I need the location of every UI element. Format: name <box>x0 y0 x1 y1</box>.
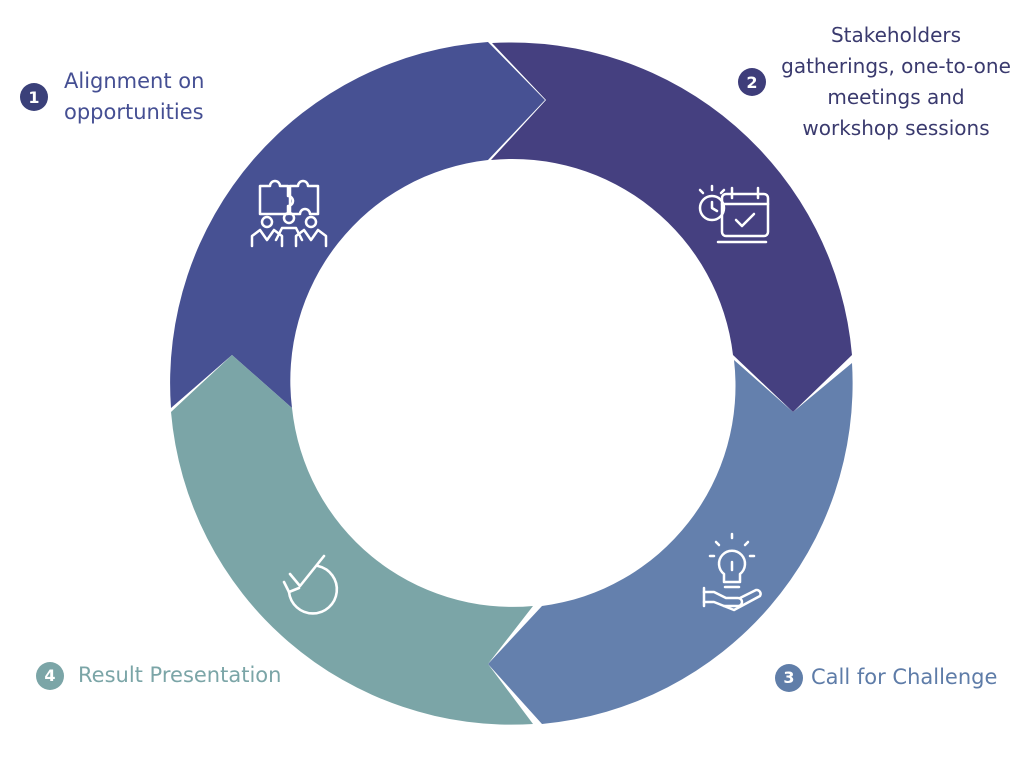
segment-3 <box>488 360 853 724</box>
lightbulb-hand-icon <box>702 532 762 612</box>
calendar-clock-icon <box>698 184 770 244</box>
step-2-label: Stakeholders gatherings, one-to-one meet… <box>781 23 1011 140</box>
check-cycle-icon <box>282 554 339 615</box>
step-4-label: Result Presentation <box>78 663 282 687</box>
step-4-badge: 4 <box>36 661 64 690</box>
segment-4 <box>171 355 533 725</box>
step-4-callout: 4 Result Presentation <box>36 660 281 691</box>
step-2-callout: 2 Stakeholders gatherings, one-to-one me… <box>738 20 1016 144</box>
segment-1 <box>170 42 545 408</box>
step-1-callout: 1 Alignment on opportunities <box>20 66 264 128</box>
step-3-badge: 3 <box>775 663 803 692</box>
step-1-badge: 1 <box>20 83 48 111</box>
segment-2 <box>491 42 852 413</box>
step-2-badge: 2 <box>738 68 766 96</box>
step-1-label: Alignment on opportunities <box>64 69 205 124</box>
step-3-callout: 3 Call for Challenge <box>775 662 997 693</box>
step-3-label: Call for Challenge <box>811 665 998 689</box>
puzzle-people-icon <box>250 179 328 248</box>
